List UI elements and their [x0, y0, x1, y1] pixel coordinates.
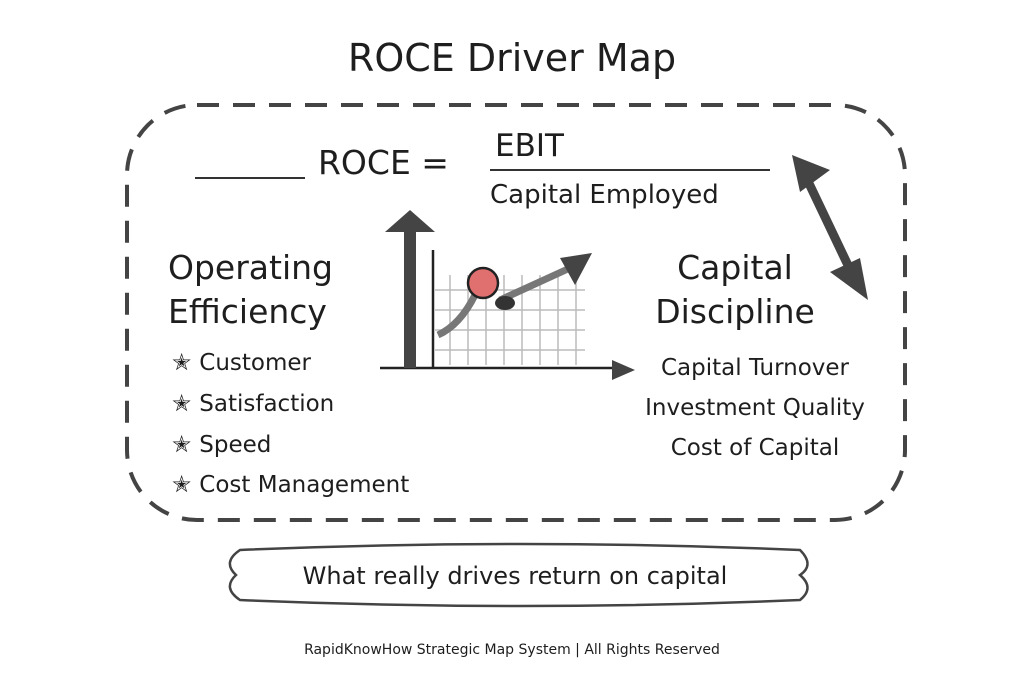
list-item: ✭ Cost Management: [172, 472, 409, 498]
star-icon: ✭: [172, 350, 192, 376]
list-item: ✭ Speed: [172, 432, 271, 458]
star-icon: ✭: [172, 432, 192, 458]
item-label: Cost Management: [199, 472, 410, 498]
list-item: Capital Turnover: [660, 355, 849, 381]
item-label: Customer: [199, 350, 312, 376]
banner-text: What really drives return on capital: [302, 562, 728, 590]
formula-denominator: Capital Employed: [490, 180, 719, 210]
double-arrow-icon: [792, 155, 868, 300]
item-label: Satisfaction: [199, 391, 335, 417]
banner-cloud: [228, 542, 809, 608]
growth-chart-icon: [380, 210, 635, 380]
star-icon: ✭: [172, 472, 192, 498]
heading-line: Operating: [168, 248, 333, 287]
item-label: Speed: [199, 432, 272, 458]
list-item: ✭ Customer: [172, 350, 311, 376]
formula-lhs: ROCE =: [318, 143, 449, 182]
list-item: Investment Quality: [645, 395, 865, 421]
dashed-frame: [125, 103, 907, 522]
footer-text: RapidKnowHow Strategic Map System | All …: [304, 642, 720, 658]
heading-line: Efficiency: [168, 292, 327, 331]
list-item: Cost of Capital: [670, 435, 840, 461]
formula-numerator: EBIT: [495, 128, 564, 164]
heading-line: Discipline: [655, 292, 815, 331]
capital-discipline-heading: Capital Discipline: [640, 246, 830, 334]
page-title: ROCE Driver Map: [347, 36, 677, 80]
heading-line: Capital: [677, 248, 793, 287]
list-item: ✭ Satisfaction: [172, 391, 334, 417]
operating-efficiency-heading: Operating Efficiency: [168, 246, 333, 334]
star-icon: ✭: [172, 391, 192, 417]
